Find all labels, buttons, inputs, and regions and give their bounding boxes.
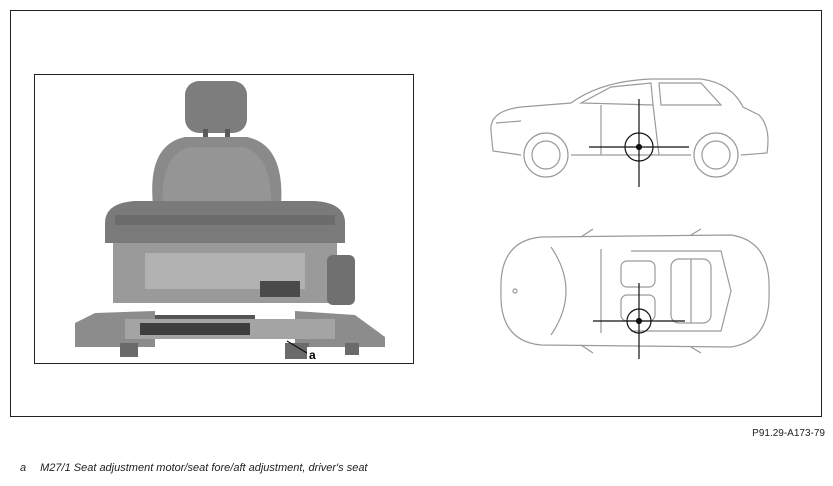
legend-text: M27/1 Seat adjustment motor/seat fore/af…	[40, 462, 368, 474]
vehicle-side-view	[490, 78, 769, 187]
legend-item: a M27/1 Seat adjustment motor/seat fore/…	[20, 462, 368, 474]
legend-key: a	[20, 462, 27, 474]
seat-illustration: a	[75, 81, 385, 362]
callout-label-a: a	[309, 348, 316, 362]
adjustment-motor	[260, 281, 300, 297]
figure-reference-code: P91.29-A173-79	[752, 428, 825, 439]
seat-illustration-panel: a	[34, 74, 414, 364]
position-marker-side	[589, 99, 689, 187]
diagram-frame: a	[10, 10, 822, 417]
vehicle-top-view	[500, 228, 770, 359]
headrest	[185, 81, 247, 133]
callout-leader-line	[286, 340, 308, 354]
position-marker-top	[593, 283, 685, 359]
